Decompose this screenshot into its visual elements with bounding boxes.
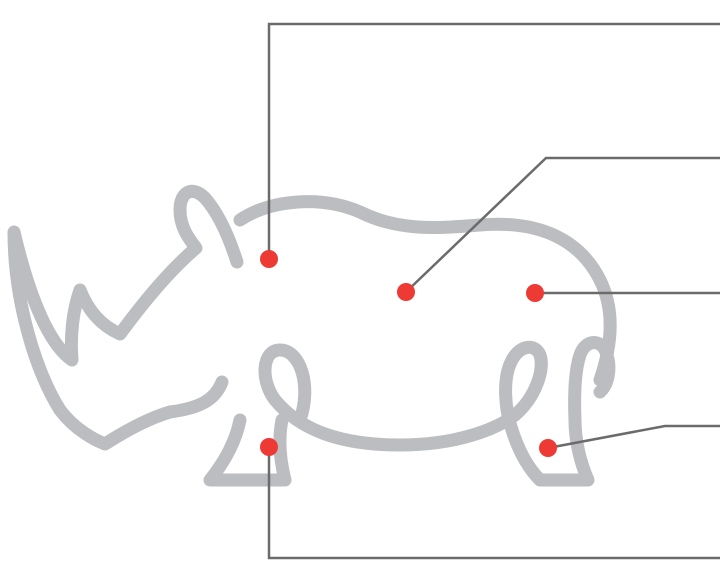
leader-lines (269, 24, 720, 558)
rhino-belly-outline (265, 347, 588, 480)
callout-dot-ear[interactable] (260, 250, 278, 268)
rhino-head-outline (14, 191, 237, 444)
callout-dot-hind-leg[interactable] (539, 439, 557, 457)
callout-dot-body[interactable] (397, 283, 415, 301)
callout-dot-rear-body[interactable] (526, 284, 544, 302)
rhino-outline-icon (14, 191, 610, 480)
leader-line-front-leg (269, 447, 720, 558)
callout-dot-front-leg[interactable] (260, 438, 278, 456)
rhino-hind-leg-outline (575, 343, 609, 420)
